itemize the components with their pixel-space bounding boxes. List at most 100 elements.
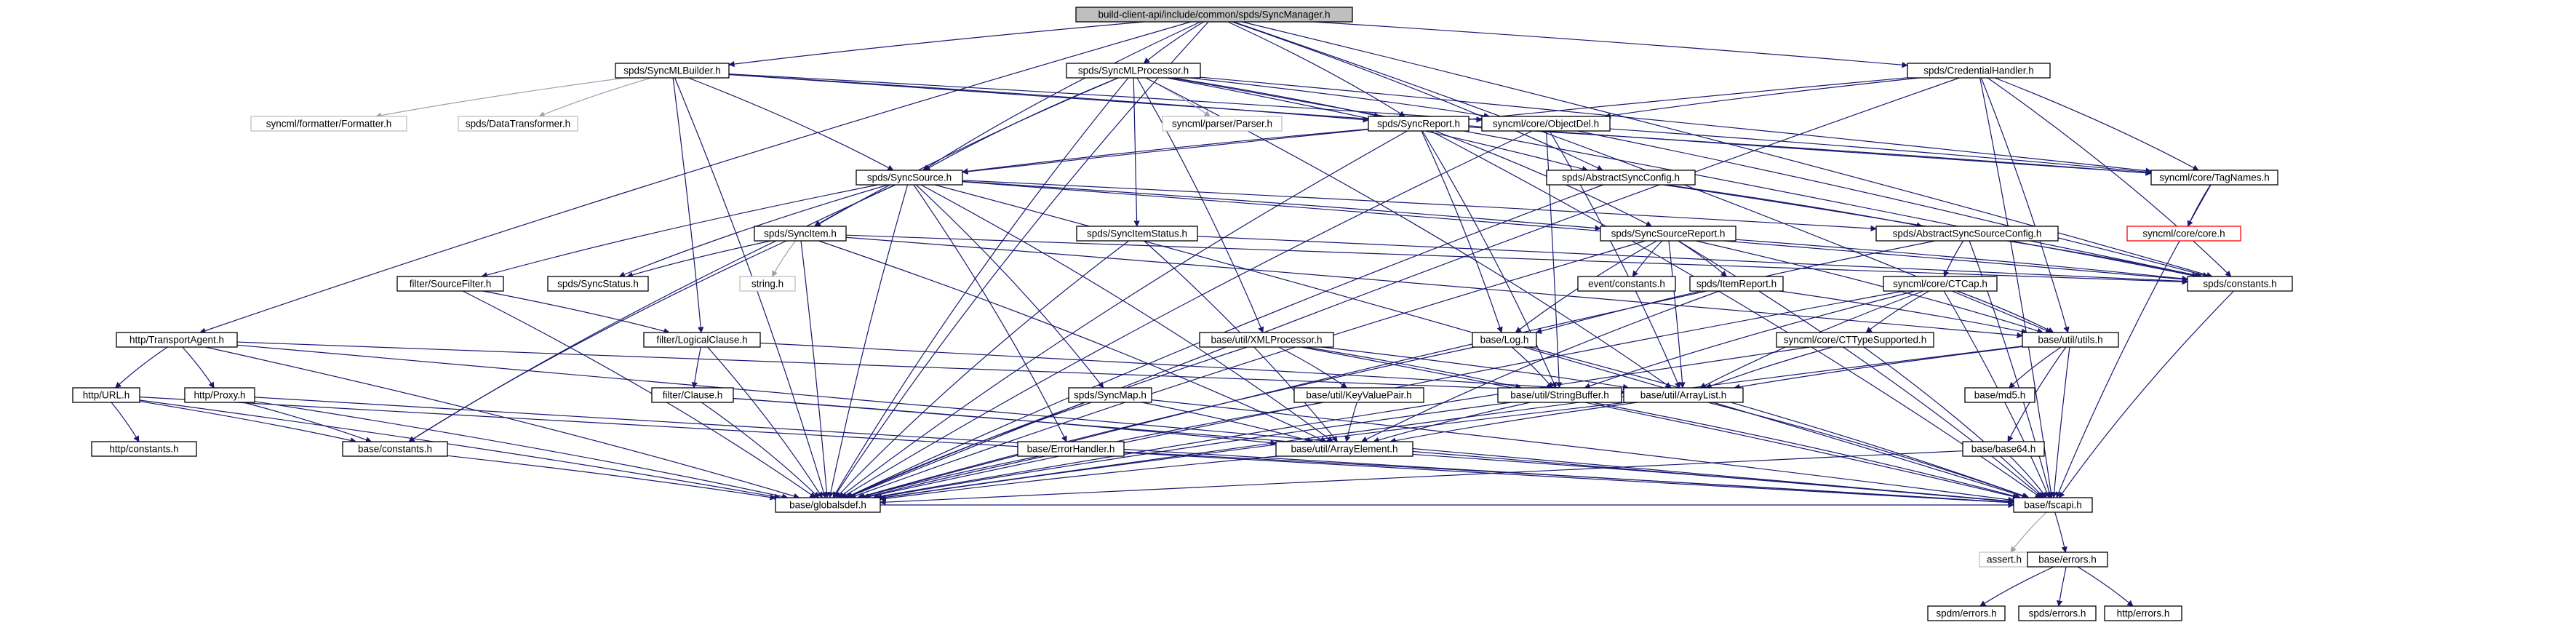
edge-arrayelement-to-globalsdef <box>880 455 1277 502</box>
node-xmlproc[interactable]: base/util/XMLProcessor.h <box>1199 332 1334 348</box>
node-spdmerrors[interactable]: spdm/errors.h <box>1927 605 2006 621</box>
node-box <box>2126 226 2241 242</box>
node-label: spds/AbstractSyncConfig.h <box>1562 172 1680 183</box>
node-syncstatus[interactable]: spds/SyncStatus.h <box>547 276 649 292</box>
edge-ctcap-to-cttypesupp <box>1865 290 1930 333</box>
node-spdsconstants[interactable]: spds/constants.h <box>2187 276 2293 292</box>
edge-xmlproc-to-stringbuffer <box>1304 346 1522 390</box>
node-label: filter/Clause.h <box>663 390 723 401</box>
node-syncsourcereport[interactable]: spds/SyncSourceReport.h <box>1600 226 1736 242</box>
node-syncsource[interactable]: spds/SyncSource.h <box>856 170 963 186</box>
node-kvpair[interactable]: base/util/KeyValuePair.h <box>1293 387 1424 403</box>
edge-syncitem-to-baseconstants <box>408 240 787 442</box>
node-label: syncml/core/ObjectDel.h <box>1493 119 1599 130</box>
node-httperrors[interactable]: http/errors.h <box>2104 605 2182 621</box>
node-box <box>2104 605 2182 621</box>
edge-syncsource-to-baseconstants <box>408 184 896 442</box>
edge-syncreport-to-tagnames <box>1468 127 2152 176</box>
node-arraylist[interactable]: base/util/ArrayList.h <box>1623 387 1744 403</box>
node-stringbuffer[interactable]: base/util/StringBuffer.h <box>1497 387 1622 403</box>
node-box <box>1883 276 1998 292</box>
node-clause[interactable]: filter/Clause.h <box>651 387 734 403</box>
node-mlproc[interactable]: spds/SyncMLProcessor.h <box>1066 63 1201 79</box>
edge-baselog-to-stringbuffer <box>1511 346 1553 389</box>
edge-utils-to-md5 <box>2009 346 2062 389</box>
edge-root-to-mlproc <box>1143 21 1204 64</box>
node-label: spds/SyncStatus.h <box>557 279 639 290</box>
edge-baselog-to-fscapi <box>1528 346 2030 499</box>
node-syncitemstatus[interactable]: spds/SyncItemStatus.h <box>1076 226 1198 242</box>
node-box <box>1776 332 1934 348</box>
edge-xmlproc-to-kvpair <box>1278 346 1347 389</box>
node-eventconstants[interactable]: event/constants.h <box>1577 276 1676 292</box>
node-mlbuilder[interactable]: spds/SyncMLBuilder.h <box>615 63 730 79</box>
edge-syncsource-to-globalsdef <box>827 184 909 498</box>
node-box <box>739 276 796 292</box>
node-abssyncsourceconfig[interactable]: spds/AbstractSyncSourceConfig.h <box>1875 226 2059 242</box>
node-box <box>1066 63 1201 79</box>
edge-syncreport-to-stringbuffer <box>1421 130 1557 389</box>
node-cttypesupp[interactable]: syncml/core/CTTypeSupported.h <box>1776 332 1934 348</box>
edge-objectdel-to-arraylist <box>1549 130 1680 389</box>
edge-kvpair-to-arrayelement <box>1344 402 1357 442</box>
node-box <box>458 116 578 132</box>
node-fscapi[interactable]: base/fscapi.h <box>2013 497 2093 513</box>
node-label: spds/SyncMLProcessor.h <box>1078 65 1189 76</box>
node-errorhandler[interactable]: base/ErrorHandler.h <box>1017 441 1125 457</box>
node-box <box>1068 387 1152 403</box>
node-transport[interactable]: http/TransportAgent.h <box>116 332 238 348</box>
node-label: build-client-api/include/common/spds/Syn… <box>1098 9 1331 20</box>
node-base64[interactable]: base/base64.h <box>1962 441 2045 457</box>
edge-arraylist-to-fscapi <box>1707 402 2030 499</box>
node-box <box>1927 605 2006 621</box>
edge-root-to-credh <box>1313 21 1908 68</box>
node-parser: syncml/parser/Parser.h <box>1162 116 1283 132</box>
node-label: spds/SyncItemStatus.h <box>1087 228 1187 239</box>
node-box <box>615 63 730 79</box>
node-objectdel[interactable]: syncml/core/ObjectDel.h <box>1481 116 1611 132</box>
node-logicalclause[interactable]: filter/LogicalClause.h <box>643 332 761 348</box>
edge-syncsource-to-syncstatus <box>618 184 888 278</box>
node-credh[interactable]: spds/CredentialHandler.h <box>1907 63 2051 79</box>
node-httpproxy[interactable]: http/Proxy.h <box>184 387 255 403</box>
node-httpconstants[interactable]: http/constants.h <box>91 441 197 457</box>
node-label: base/errors.h <box>2038 554 2097 565</box>
node-tagnames[interactable]: syncml/core/TagNames.h <box>2150 170 2278 186</box>
node-label: spds/errors.h <box>2029 608 2086 619</box>
node-label: string.h <box>751 279 783 290</box>
node-box <box>1497 387 1622 403</box>
node-box <box>342 441 448 457</box>
node-httpurl[interactable]: http/URL.h <box>72 387 140 403</box>
node-formatter: syncml/formatter/Formatter.h <box>250 116 407 132</box>
node-baseconstants[interactable]: base/constants.h <box>342 441 448 457</box>
node-syncmap[interactable]: spds/SyncMap.h <box>1068 387 1152 403</box>
node-utils[interactable]: base/util/utils.h <box>2022 332 2119 348</box>
node-box <box>651 387 734 403</box>
edge-utils-to-arraylist <box>1734 346 2023 390</box>
node-label: spds/DataTransformer.h <box>466 119 570 130</box>
node-box <box>1962 441 2045 457</box>
node-sourcefilter[interactable]: filter/SourceFilter.h <box>396 276 504 292</box>
edge-stringbuffer-to-arrayelement <box>1373 402 1531 443</box>
node-syncreport[interactable]: spds/SyncReport.h <box>1368 116 1470 132</box>
node-label: syncml/core/CTCap.h <box>1893 279 1987 290</box>
node-ctcap[interactable]: syncml/core/CTCap.h <box>1883 276 1998 292</box>
node-box <box>1577 276 1676 292</box>
edge-syncsource-to-syncsourcereport <box>962 180 1601 231</box>
node-md5[interactable]: base/md5.h <box>1964 387 2035 403</box>
node-syncitem[interactable]: spds/SyncItem.h <box>754 226 847 242</box>
node-label: base/base64.h <box>1971 444 2036 455</box>
node-box <box>250 116 407 132</box>
node-label: base/util/KeyValuePair.h <box>1306 390 1411 401</box>
node-label: base/md5.h <box>1974 390 2026 401</box>
node-abssyncconfig[interactable]: spds/AbstractSyncConfig.h <box>1546 170 1696 186</box>
node-label: syncml/core/TagNames.h <box>2159 172 2270 183</box>
node-arrayelement[interactable]: base/util/ArrayElement.h <box>1275 441 1413 457</box>
node-baseerrors[interactable]: base/errors.h <box>2027 552 2108 568</box>
edge-httpurl-to-httpconstants <box>111 402 140 442</box>
node-label: spds/SyncReport.h <box>1377 119 1460 130</box>
node-spdserrors[interactable]: spds/errors.h <box>2018 605 2097 621</box>
node-globalsdef[interactable]: base/globalsdef.h <box>775 497 881 513</box>
node-itemreport[interactable]: spds/ItemReport.h <box>1689 276 1784 292</box>
node-baselog[interactable]: base/Log.h <box>1472 332 1537 348</box>
